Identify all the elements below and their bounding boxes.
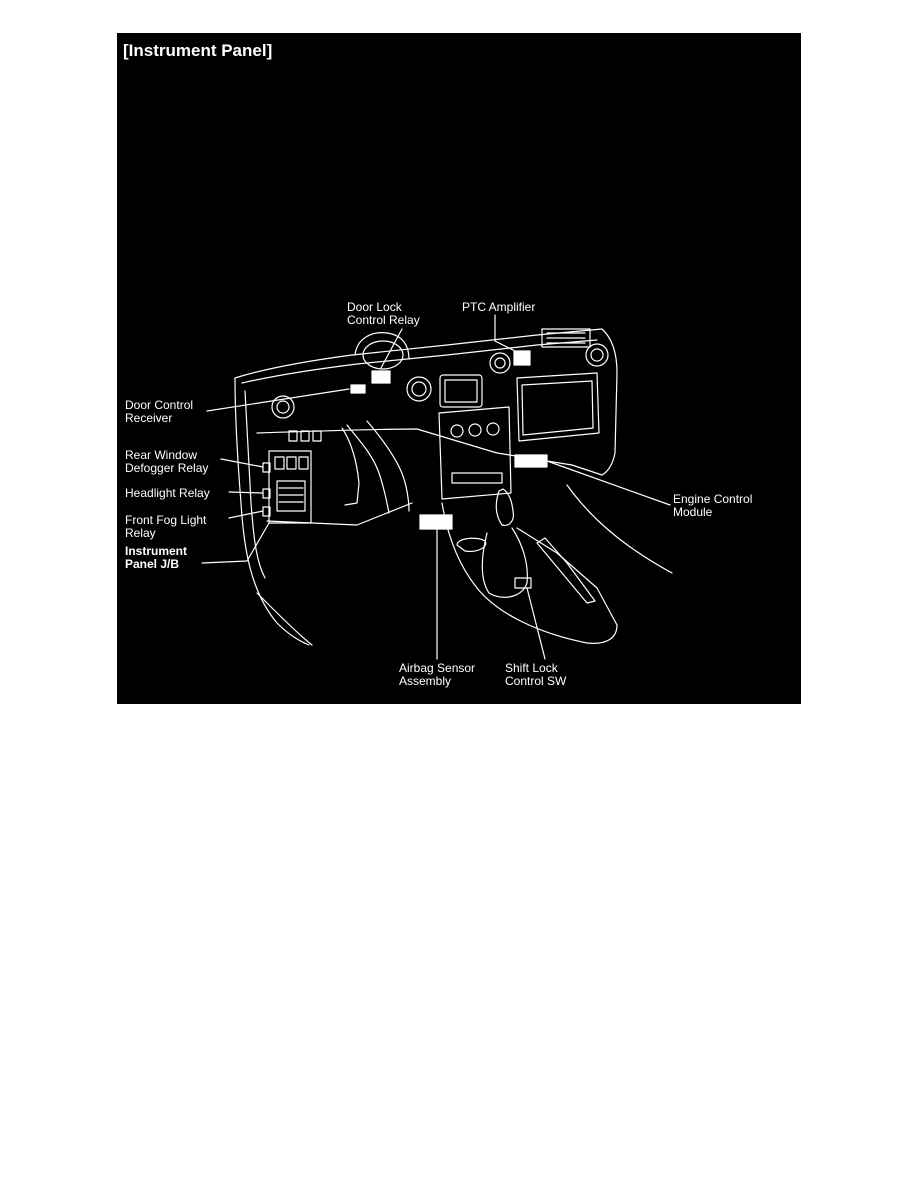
hvac-knob-3 (486, 422, 500, 436)
door-lock-relay-block (371, 370, 391, 384)
center-display (439, 374, 483, 408)
label-engine-control-module: Engine Control Module (673, 493, 752, 519)
label-airbag-sensor-assembly: Airbag Sensor Assembly (399, 662, 475, 688)
label-line: Instrument (125, 544, 188, 558)
label-headlight-relay: Headlight Relay (125, 487, 210, 500)
diagram-title: [Instrument Panel] (123, 41, 273, 60)
jb-relay-2 (286, 456, 297, 470)
steering-column-2 (366, 420, 410, 512)
floor-line-right (566, 484, 673, 574)
door-control-receiver-block (350, 384, 366, 394)
label-line: Control SW (505, 674, 567, 688)
speaker-grille (541, 328, 591, 348)
label-line: Front Fog Light (125, 513, 207, 527)
console-cupholder (456, 537, 487, 552)
jb-relay-3 (298, 456, 309, 470)
leader-shift-lock (526, 587, 546, 660)
dashboard-top-edge (234, 328, 603, 379)
steering-column (346, 424, 390, 514)
label-line: Door Control (125, 398, 194, 412)
label-door-control-receiver: Door Control Receiver (125, 399, 193, 425)
glovebox (516, 372, 600, 442)
label-front-fog-light-relay: Front Fog Light Relay (125, 514, 206, 540)
label-rear-window-defogger-relay: Rear Window Defogger Relay (125, 449, 208, 475)
dashboard-left-inner (244, 390, 266, 579)
leader-door-control (206, 388, 350, 412)
junction-block (268, 450, 312, 524)
label-line: Module (673, 505, 713, 519)
lower-switch-1 (288, 430, 298, 442)
leader-rear-window (220, 458, 264, 468)
vent-right (585, 343, 609, 367)
label-line: Headlight Relay (125, 486, 210, 500)
label-shift-lock-control-sw: Shift Lock Control SW (505, 662, 566, 688)
shifter-knob (495, 488, 514, 526)
dashboard-lower-edge (256, 428, 603, 476)
vent-center-right (489, 352, 511, 374)
leader-headlight (228, 491, 264, 494)
lower-switch-2 (300, 430, 310, 442)
hvac-knob-2 (468, 423, 482, 437)
instrument-panel-diagram: [Instrument Panel] Door Lock Control Rel… (117, 33, 801, 704)
vent-right-inner (590, 348, 604, 362)
dashboard-lower-edge-2 (266, 502, 413, 526)
airbag-sensor-block (419, 514, 453, 530)
label-line: Engine Control (673, 492, 753, 506)
glovebox-inner (521, 380, 594, 436)
leader-ecm (546, 460, 671, 506)
lower-switch-3 (312, 430, 322, 442)
jb-fuse-panel (276, 480, 306, 512)
knee-bolster (341, 427, 360, 506)
label-line: Door Lock (347, 300, 402, 314)
hvac-knob-1 (450, 424, 464, 438)
engine-control-module-block (514, 454, 548, 468)
vent-center-right-inner (494, 357, 506, 369)
label-door-lock-control-relay: Door Lock Control Relay (347, 301, 420, 327)
parking-brake (536, 537, 596, 604)
label-line: PTC Amplifier (462, 300, 536, 314)
jb-relay-1 (274, 456, 285, 470)
jb-fuse-lines (278, 487, 304, 503)
vent-left (271, 395, 295, 419)
dashboard-left-end (234, 377, 310, 646)
label-instrument-panel-jb: Instrument Panel J/B (125, 545, 187, 571)
vent-center-left-inner (411, 381, 427, 397)
shift-lock-switch (514, 577, 532, 589)
vent-left-inner (276, 400, 290, 414)
leader-ptc (494, 314, 516, 352)
grille-lines (546, 332, 586, 344)
center-display-inner (444, 379, 478, 403)
center-stack (438, 406, 512, 500)
cluster-hood (354, 332, 410, 360)
label-line: Airbag Sensor (399, 661, 476, 675)
leader-door-lock (380, 328, 403, 369)
label-line: Control Relay (347, 313, 420, 327)
label-line: Assembly (399, 674, 452, 688)
floor-line-left (256, 592, 313, 646)
dashboard-illustration (201, 314, 673, 660)
shifter-boot (481, 527, 528, 598)
label-line: Receiver (125, 411, 173, 425)
cluster-gauge (362, 340, 404, 370)
label-line: Shift Lock (505, 661, 558, 675)
label-line: Relay (125, 526, 156, 540)
switch-row (451, 472, 503, 484)
vent-center-left (406, 376, 432, 402)
console (441, 502, 618, 644)
dashboard-top-inner (241, 339, 598, 384)
label-line: Rear Window (125, 448, 198, 462)
dashboard-right-end (601, 328, 618, 476)
label-ptc-amplifier: PTC Amplifier (462, 301, 535, 314)
leader-front-fog (228, 510, 264, 519)
leader-jb (201, 522, 270, 564)
label-line: Panel J/B (125, 557, 180, 571)
ptc-amplifier-block (513, 350, 531, 366)
label-line: Defogger Relay (125, 461, 209, 475)
